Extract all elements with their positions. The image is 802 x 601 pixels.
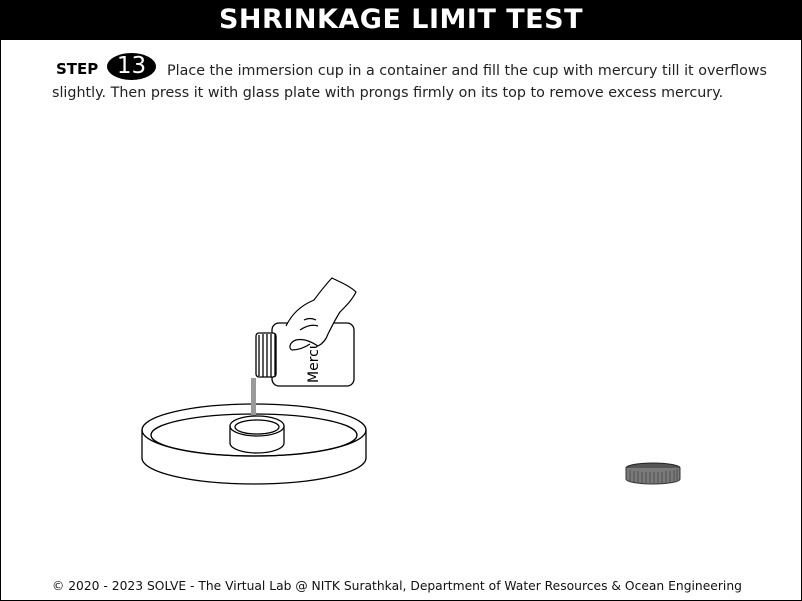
immersion-cup[interactable]: [229, 415, 285, 454]
page-title: SHRINKAGE LIMIT TEST: [0, 0, 802, 40]
step-instruction: Place the immersion cup in a container a…: [52, 63, 767, 101]
glass-plate-with-prongs[interactable]: [625, 462, 681, 485]
footer-copyright: © 2020 - 2023 SOLVE - The Virtual Lab @ …: [52, 579, 742, 593]
step-label: STEP: [56, 60, 99, 78]
hand-icon: [285, 277, 357, 351]
step-number-badge: 13: [107, 53, 156, 80]
mercury-stream: [251, 378, 256, 430]
mercury-bottle[interactable]: [255, 322, 355, 387]
